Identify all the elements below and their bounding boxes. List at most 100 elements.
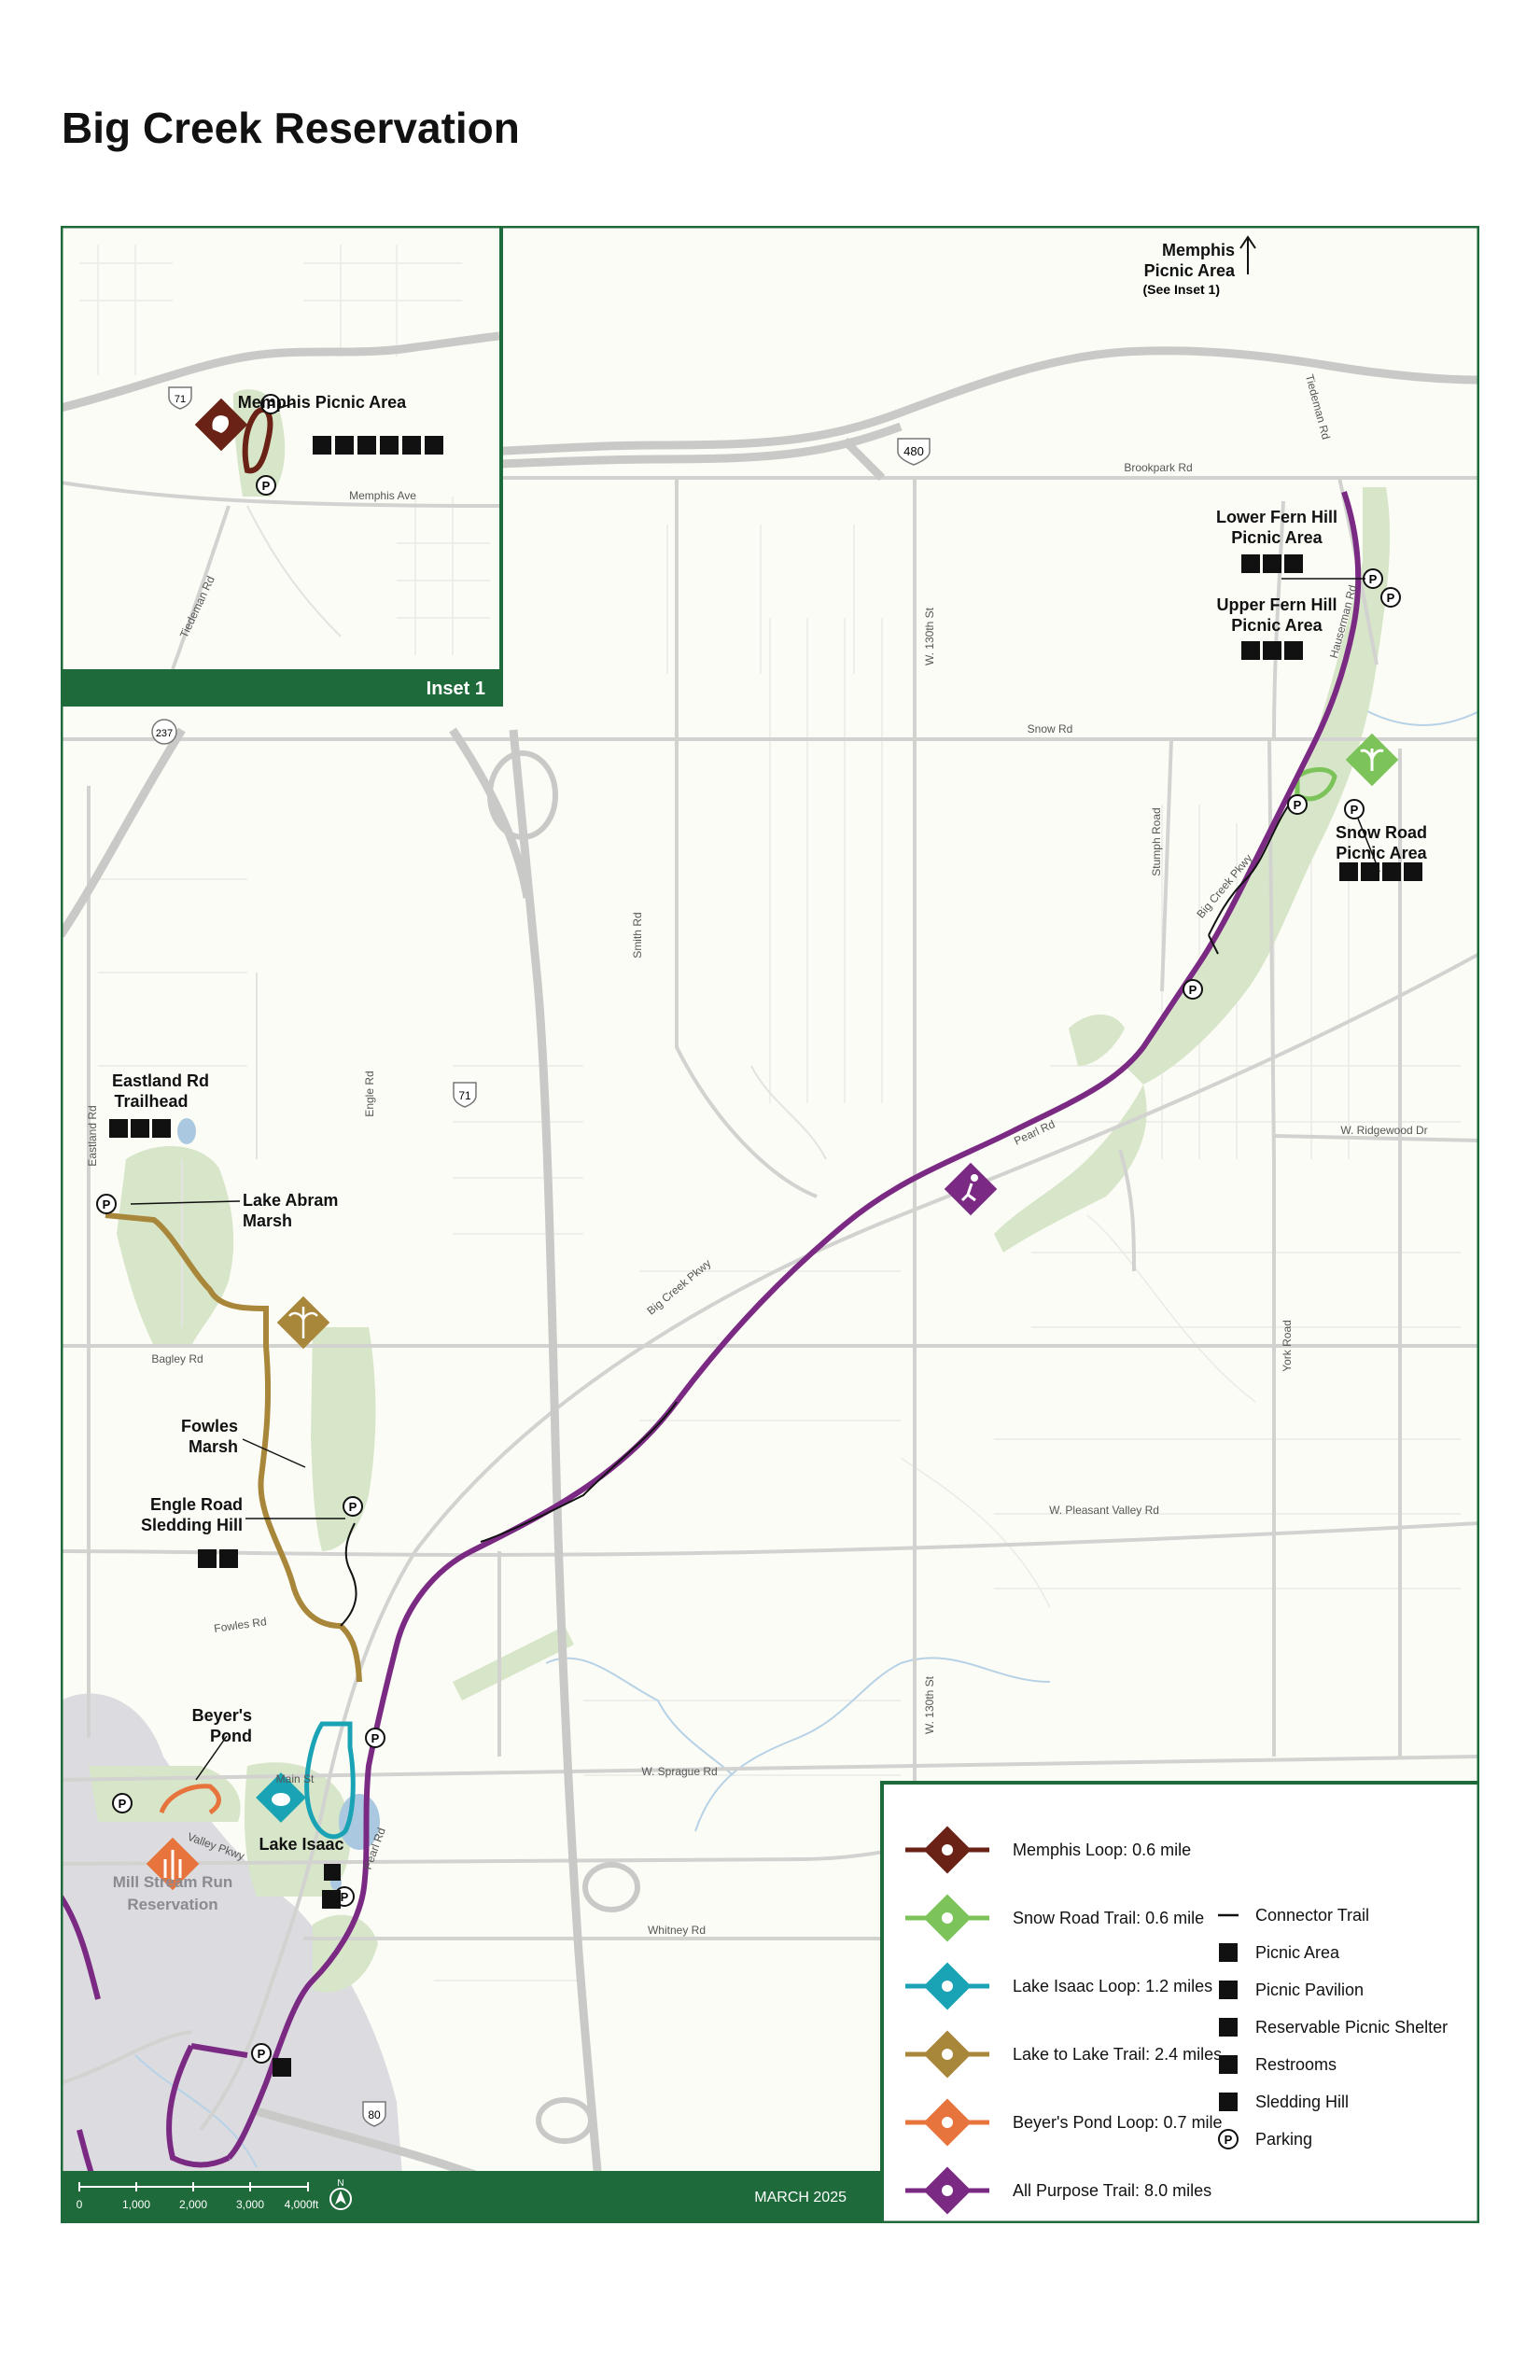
parking-icon: P — [1380, 587, 1401, 608]
legend-trail-item: Memphis Loop: 0.6 mile — [905, 1826, 1191, 1874]
page-title: Big Creek Reservation — [62, 104, 520, 152]
shelter-icon — [1219, 2018, 1238, 2037]
road-label: Stumph Road — [1150, 807, 1163, 875]
svg-text:P: P — [1189, 983, 1197, 997]
legend-symbol-item: Sledding Hill — [1219, 2093, 1349, 2111]
road-label: Eastland Rd — [86, 1105, 99, 1166]
parking-icon: P — [112, 1793, 133, 1813]
minor-roads — [61, 476, 1479, 2085]
lake-isaac-loop[interactable] — [304, 1721, 356, 1840]
svg-text:P: P — [371, 1731, 380, 1745]
beyers-pond-loop[interactable] — [159, 1784, 221, 1815]
legend-symbol-label: Picnic Area — [1255, 1943, 1340, 1962]
road-label: W. Ridgewood Dr — [1340, 1124, 1427, 1137]
memphis-pointer[interactable]: Memphis Picnic Area (See Inset 1) — [1143, 235, 1256, 297]
connector-trail[interactable] — [480, 799, 1294, 1543]
place-label: Picnic Area — [1231, 616, 1323, 635]
svg-text:P: P — [258, 2047, 266, 2061]
legend-trail-label: Snow Road Trail: 0.6 mile — [1013, 1909, 1204, 1927]
svg-text:Picnic Area: Picnic Area — [1144, 261, 1236, 280]
place-label: Picnic Area — [1231, 528, 1323, 547]
interstate-shield-icon: 80 — [362, 2101, 386, 2127]
street-grid — [98, 525, 1461, 1981]
footer-bar: MARCH 2025 0 1,000 2,000 3,000 4,000ft N — [61, 2171, 882, 2223]
scale-label: 4,000ft — [285, 2198, 319, 2211]
all-purpose-trail[interactable] — [61, 491, 1362, 2223]
scale-label: 0 — [77, 2198, 83, 2211]
svg-text:Memphis: Memphis — [1162, 241, 1235, 259]
connector-trail[interactable] — [340, 1522, 357, 1627]
snow-road-trail[interactable] — [1295, 767, 1337, 802]
legend-symbol-label: Connector Trail — [1255, 1906, 1369, 1925]
date-label: MARCH 2025 — [754, 2190, 847, 2205]
inset-label-bar — [61, 669, 499, 705]
svg-text:P: P — [1225, 2133, 1233, 2147]
svg-text:P: P — [103, 1197, 111, 1211]
legend-symbol-label: Restrooms — [1255, 2055, 1337, 2074]
svg-text:71: 71 — [175, 394, 186, 405]
parking-icon: P — [251, 2043, 272, 2064]
scale-label: 3,000 — [236, 2198, 264, 2211]
svg-text:P: P — [267, 398, 275, 412]
svg-text:P: P — [341, 1890, 349, 1904]
svg-text:P: P — [119, 1797, 127, 1811]
parking-icon: P — [1183, 979, 1203, 1000]
parking-icon: P — [256, 475, 276, 496]
svg-text:71: 71 — [458, 1089, 471, 1102]
scale-bar — [78, 2182, 309, 2191]
road-label: Brookpark Rd — [1124, 461, 1192, 474]
svg-text:N: N — [337, 2178, 343, 2189]
legend-symbol-label: Reservable Picnic Shelter — [1255, 2018, 1448, 2037]
svg-text:(See Inset 1): (See Inset 1) — [1143, 282, 1220, 297]
legend-box — [880, 1781, 1479, 2223]
place-label: Trailhead — [114, 1092, 188, 1111]
svg-text:480: 480 — [903, 444, 924, 458]
place-label: Lake Abram — [243, 1191, 338, 1210]
inset-1[interactable]: P P 71 Memphis Ave Tiedeman Rd Memphis P… — [61, 226, 503, 707]
arrow-up-icon — [1239, 235, 1256, 274]
butterfly-icon — [1345, 733, 1399, 787]
svg-text:P: P — [1294, 798, 1302, 812]
inset-memphis-ave-label: Memphis Ave — [349, 489, 416, 502]
road-label: W. 130th St — [923, 607, 936, 665]
place-label: Marsh — [189, 1437, 238, 1456]
place-labels: Lower Fern Hill Picnic Area Upper Fern H… — [112, 508, 1428, 1913]
legend-trail-label: Lake Isaac Loop: 1.2 miles — [1013, 1977, 1212, 1995]
road-label: Whitney Rd — [648, 1924, 706, 1937]
north-arrow-icon: N — [329, 2178, 352, 2210]
road-label: Engle Rd — [363, 1071, 376, 1116]
lake-to-lake-trail[interactable] — [105, 1212, 362, 1683]
pearl-road — [199, 952, 1479, 2132]
legend-symbol-item: Picnic Pavilion — [1219, 1981, 1364, 1999]
parking-icon: P — [365, 1728, 385, 1748]
amenity-icons — [109, 554, 1422, 2077]
scale-label: 2,000 — [179, 2198, 207, 2211]
park-map[interactable]: P P 71 Memphis Ave Tiedeman Rd Memphis P… — [61, 226, 1479, 2223]
inset-frame — [61, 226, 503, 707]
road-label: York Road — [1281, 1320, 1294, 1372]
cattail-icon — [146, 1837, 200, 1891]
svg-text:P: P — [1387, 591, 1395, 605]
inset-label: Inset 1 — [427, 679, 485, 699]
parking-icon: P — [343, 1496, 363, 1517]
legend-trail-label: All Purpose Trail: 8.0 miles — [1013, 2181, 1211, 2200]
place-label: Engle Road — [150, 1495, 243, 1514]
place-label: Picnic Area — [1336, 844, 1427, 862]
road-label: W. 130th St — [923, 1675, 936, 1734]
place-label: Beyer's — [192, 1706, 252, 1725]
pavilion-icon — [1219, 1981, 1238, 1999]
place-label: Upper Fern Hill — [1216, 595, 1337, 614]
sledding-icon — [1219, 2093, 1238, 2111]
legend-symbol-item: Picnic Area — [1219, 1943, 1340, 1962]
place-label: Reservation — [127, 1896, 217, 1913]
place-label: Lake Isaac — [259, 1835, 343, 1854]
runner-icon — [944, 1162, 998, 1216]
place-label: Fowles — [181, 1417, 238, 1435]
svg-text:P: P — [1351, 803, 1359, 817]
legend-symbol-label: Sledding Hill — [1255, 2093, 1349, 2111]
dragonfly-icon — [276, 1295, 330, 1350]
svg-text:237: 237 — [156, 728, 173, 739]
legend-trail-label: Lake to Lake Trail: 2.4 miles — [1013, 2045, 1222, 2064]
